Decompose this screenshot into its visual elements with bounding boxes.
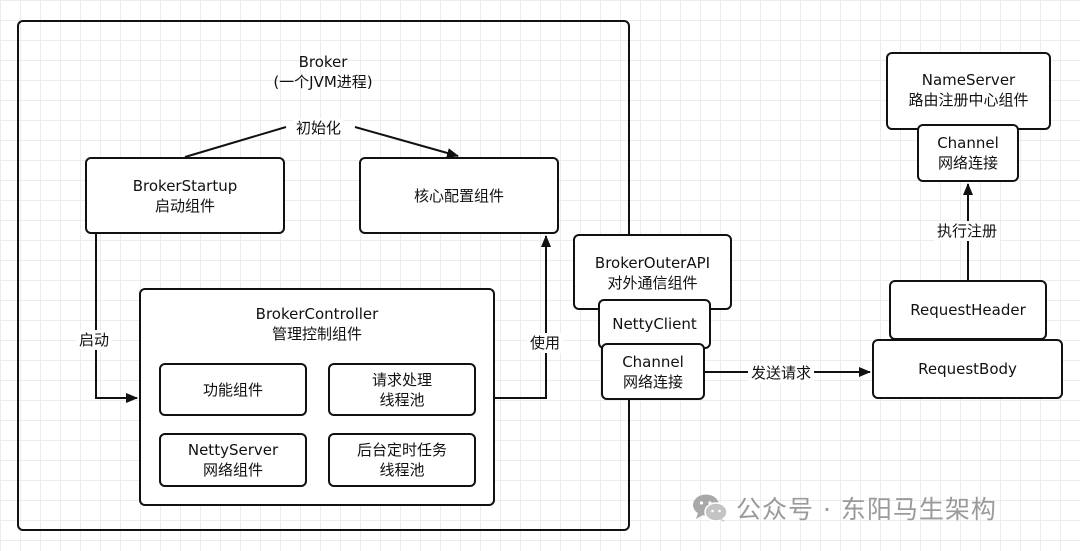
netty-client-label: NettyClient: [612, 315, 697, 333]
request-pool-line1: 请求处理: [371, 370, 432, 389]
broker-startup-line1: BrokerStartup: [132, 176, 238, 195]
broker-title-line2: (一个JVM进程): [273, 73, 373, 91]
netty-server-box: NettyServer 网络组件: [159, 433, 307, 487]
scheduled-pool-box: 后台定时任务 线程池: [328, 433, 476, 487]
netty-server-line2: 网络组件: [202, 461, 263, 479]
broker-controller-title-line2: 管理控制组件: [271, 325, 362, 343]
send-label: 发送请求: [748, 363, 815, 383]
scheduled-pool-line1: 后台定时任务: [356, 441, 447, 459]
outer-channel-box: Channel 网络连接: [601, 343, 705, 400]
init-line-left: [184, 126, 287, 158]
watermark: 公众号 · 东阳马生架构: [692, 490, 997, 526]
outer-channel-line1: Channel: [622, 352, 684, 371]
nameserver-line1: NameServer: [921, 71, 1016, 89]
use-label: 使用: [527, 333, 564, 353]
broker-outer-api-line2: 对外通信组件: [607, 274, 698, 292]
function-component-box: 功能组件: [159, 363, 307, 416]
broker-title-line1: Broker: [298, 53, 348, 71]
request-header-label: RequestHeader: [910, 301, 1026, 319]
nameserver-line2: 路由注册中心组件: [908, 91, 1029, 109]
init-arrow-right: [354, 126, 459, 158]
outer-channel-line2: 网络连接: [622, 372, 683, 391]
broker-startup-line2: 启动组件: [154, 196, 215, 215]
broker-outer-api-box: BrokerOuterAPI 对外通信组件: [573, 234, 732, 310]
init-label: 初始化: [293, 118, 345, 138]
broker-outer-api-line1: BrokerOuterAPI: [594, 254, 711, 272]
nameserver-channel-box: Channel 网络连接: [917, 124, 1019, 182]
netty-client-box: NettyClient: [598, 299, 711, 349]
scheduled-pool-line2: 线程池: [379, 461, 425, 479]
netty-server-line1: NettyServer: [187, 441, 279, 459]
register-label: 执行注册: [934, 221, 1001, 241]
wechat-icon: [693, 494, 728, 522]
broker-controller-title-line1: BrokerController: [255, 305, 379, 323]
request-body-label: RequestBody: [918, 360, 1017, 378]
core-config-line1: 核心配置组件: [413, 186, 504, 205]
core-config-box: 核心配置组件: [359, 157, 559, 234]
broker-startup-box: BrokerStartup 启动组件: [85, 157, 285, 234]
use-arrow: [495, 235, 551, 399]
request-body-box: RequestBody: [872, 339, 1063, 399]
start-arrow: [95, 234, 138, 403]
request-pool-line2: 线程池: [379, 390, 425, 409]
request-pool-box: 请求处理 线程池: [328, 363, 476, 416]
broker-title: Broker (一个JVM进程): [223, 52, 423, 92]
request-header-box: RequestHeader: [889, 280, 1047, 340]
nameserver-channel-line1: Channel: [937, 134, 999, 152]
watermark-text: 公众号 · 东阳马生架构: [736, 495, 997, 524]
start-label: 启动: [76, 330, 113, 350]
function-component-line1: 功能组件: [202, 380, 263, 399]
nameserver-channel-line2: 网络连接: [937, 154, 998, 172]
